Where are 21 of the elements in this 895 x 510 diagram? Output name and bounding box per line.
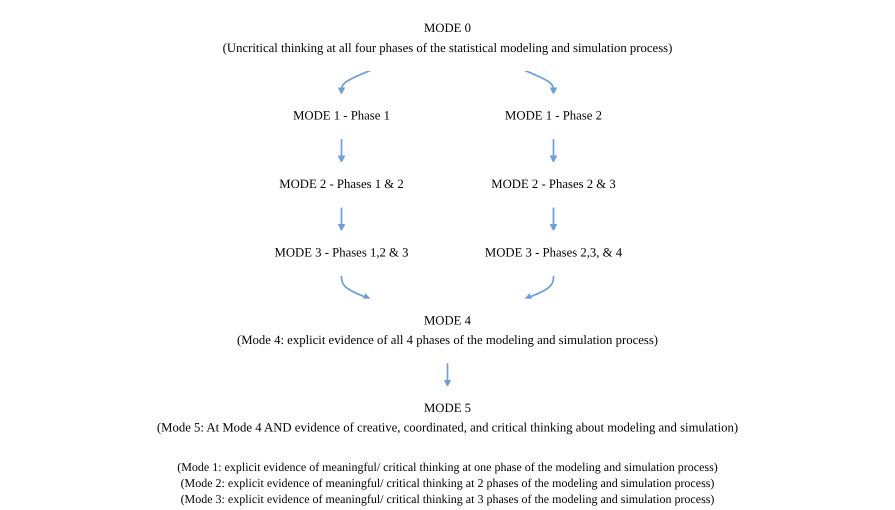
arrow	[550, 138, 558, 163]
arrow	[338, 138, 346, 163]
mode-description: (Mode 3: explicit evidence of meaningful/ critical thinking at 3 phases of the modeling and simulation process)	[180, 492, 716, 507]
arrow	[340, 275, 371, 300]
node-text: MODE 2 - Phases 1 & 2	[279, 178, 404, 192]
mode-description: (Mode 2: explicit evidence of meaningful/ critical thinking at 2 phases of the modeling and simulation process)	[180, 476, 716, 491]
node-text: MODE 4 (Mode 4: explicit evidence of all 4 phases of the modeling and simulation process)	[236, 314, 658, 348]
mode-description: (Mode 1: explicit evidence of meaningful/ critical thinking at one phase of the modeling and simulation process)	[176, 460, 719, 475]
arrow	[550, 207, 558, 232]
arrow	[524, 275, 554, 300]
arrow	[524, 70, 558, 95]
node-text: MODE 5 (Mode 5: At Mode 4 AND evidence of creative, coordinated, and critical thinking about modeling and simulation)	[156, 402, 738, 435]
node-text: MODE 2 - Phases 2 & 3	[491, 178, 616, 192]
node-text: MODE 3 - Phases 1,2 & 3	[274, 246, 409, 260]
arrow	[338, 70, 371, 95]
node-text: MODE 1 - Phase 1	[293, 109, 390, 124]
node-text: MODE 1 - Phase 2	[505, 109, 602, 124]
arrow	[444, 362, 452, 387]
arrow	[338, 207, 346, 232]
node-text: MODE 0 (Uncritical thinking at all four phases of the statistical modeling and simulation process)	[222, 22, 672, 55]
node-text: MODE 3 - Phases 2,3, & 4	[484, 246, 622, 260]
